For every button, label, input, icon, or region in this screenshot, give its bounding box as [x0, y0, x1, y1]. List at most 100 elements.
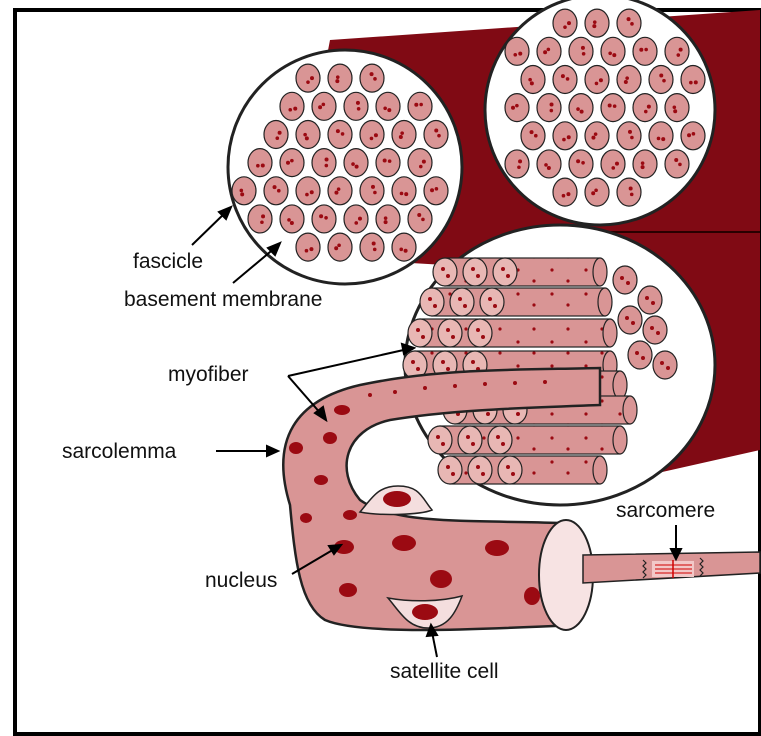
myofiber-end: [498, 456, 522, 484]
myofiber-cross-section: [296, 233, 320, 261]
myofiber-cross-section: [618, 306, 642, 334]
nucleus-dot: [300, 513, 312, 523]
myofiber-rod: [433, 258, 607, 286]
myofiber-cross-section: [344, 92, 368, 120]
myofiber-cross-section: [360, 177, 384, 205]
myofiber-cross-section: [628, 341, 652, 369]
label-nucleus: nucleus: [205, 569, 277, 592]
myofiber-cross-section: [569, 94, 593, 122]
nucleus-dot: [323, 432, 337, 444]
label-sarcomere: sarcomere: [616, 499, 715, 522]
myofiber-end: [463, 258, 487, 286]
myofiber-rod: [428, 426, 627, 454]
myofiber-end: [428, 426, 452, 454]
myofiber-cross-section: [537, 37, 561, 65]
myofiber-cross-section: [665, 94, 689, 122]
nucleus-dot: [513, 381, 517, 385]
myofiber-cross-section: [617, 178, 641, 206]
nucleus-dot: [423, 386, 427, 390]
myofiber-cross-section: [585, 178, 609, 206]
nucleus-dot: [314, 475, 328, 485]
myofiber-cross-section: [569, 37, 593, 65]
myofiber-end: [468, 319, 492, 347]
myofiber-end: [438, 319, 462, 347]
myofiber-cross-section: [360, 233, 384, 261]
myofiber-cross-section: [328, 64, 352, 92]
myofiber-cross-section: [537, 150, 561, 178]
myofiber-rod: [438, 456, 607, 484]
myofiber-cross-section: [613, 266, 637, 294]
nucleus-dot: [334, 405, 350, 415]
myofiber-cross-section: [601, 150, 625, 178]
myofiber-cross-section: [280, 149, 304, 177]
myofiber-cross-section: [585, 65, 609, 93]
myofiber-cross-section: [521, 65, 545, 93]
myofiber-cross-section: [617, 9, 641, 37]
myofiber-cross-section: [537, 94, 561, 122]
myofiber-cross-section: [232, 177, 256, 205]
myofiber-cross-section: [649, 122, 673, 150]
myofiber-end: [420, 288, 444, 316]
nucleus-dot: [524, 587, 540, 605]
myofiber-cross-section: [617, 122, 641, 150]
myofiber-cross-section: [296, 120, 320, 148]
myofiber-cross-section: [553, 9, 577, 37]
myofiber-end: [438, 456, 462, 484]
myofiber-end: [488, 426, 512, 454]
nucleus-dot: [392, 535, 416, 551]
sarcomere-unit: [643, 558, 703, 578]
myofiber-cross-section: [264, 177, 288, 205]
myofiber-cross-section: [424, 120, 448, 148]
myofiber-cross-section: [681, 122, 705, 150]
myofiber-cross-section: [248, 205, 272, 233]
myofiber-cross-section: [653, 351, 677, 379]
nucleus-dot: [368, 393, 372, 397]
label-fascicle: fascicle: [133, 250, 203, 273]
myofiber-cross-section: [633, 37, 657, 65]
label-sarcolemma: sarcolemma: [62, 440, 177, 463]
myofiber-cross-section: [424, 177, 448, 205]
nucleus-dot: [453, 384, 457, 388]
myofiber-cross-section: [505, 150, 529, 178]
myofiber-cross-section: [328, 120, 352, 148]
myofiber-cross-section: [344, 205, 368, 233]
myofiber-rod: [408, 319, 617, 347]
myofiber-cross-section: [638, 286, 662, 314]
myofiber-cross-section: [665, 37, 689, 65]
myofiber-cross-section: [601, 94, 625, 122]
myofiber-cross-section: [585, 9, 609, 37]
nucleus-dot: [430, 570, 452, 588]
myofiber-cross-section: [585, 122, 609, 150]
fascicle-cross-section-left: [228, 50, 462, 284]
nucleus-dot: [343, 510, 357, 520]
myofiber-cross-section: [392, 120, 416, 148]
myofiber-cross-section: [408, 205, 432, 233]
label-satellite-cell: satellite cell: [390, 660, 499, 683]
myofiber-cross-section: [553, 178, 577, 206]
myofiber-cross-section: [643, 316, 667, 344]
myofiber-cross-section: [376, 149, 400, 177]
myofiber-end: [480, 288, 504, 316]
myofiber-cross-section: [505, 94, 529, 122]
myofiber-cross-section: [376, 92, 400, 120]
myofiber-cross-section: [280, 205, 304, 233]
myofiber-cross-section: [344, 149, 368, 177]
myofiber-cross-section: [392, 177, 416, 205]
myofiber-cross-section: [649, 65, 673, 93]
nucleus-dot: [483, 382, 487, 386]
myofiber-cross-section: [376, 205, 400, 233]
nucleus-dot: [393, 390, 397, 394]
myofiber-cross-section: [280, 92, 304, 120]
myofiber-cross-section: [264, 120, 288, 148]
myofiber-cross-section: [633, 94, 657, 122]
myofiber-cross-section: [553, 65, 577, 93]
myofiber-cross-section: [408, 92, 432, 120]
myofiber-cross-section: [601, 37, 625, 65]
myofiber-cross-section: [553, 122, 577, 150]
nucleus-dot: [289, 442, 303, 454]
label-myofiber: myofiber: [168, 363, 249, 386]
myofiber-cross-section: [665, 150, 689, 178]
myofiber-cross-section: [681, 65, 705, 93]
fascicle-cross-section-right: [485, 0, 715, 225]
